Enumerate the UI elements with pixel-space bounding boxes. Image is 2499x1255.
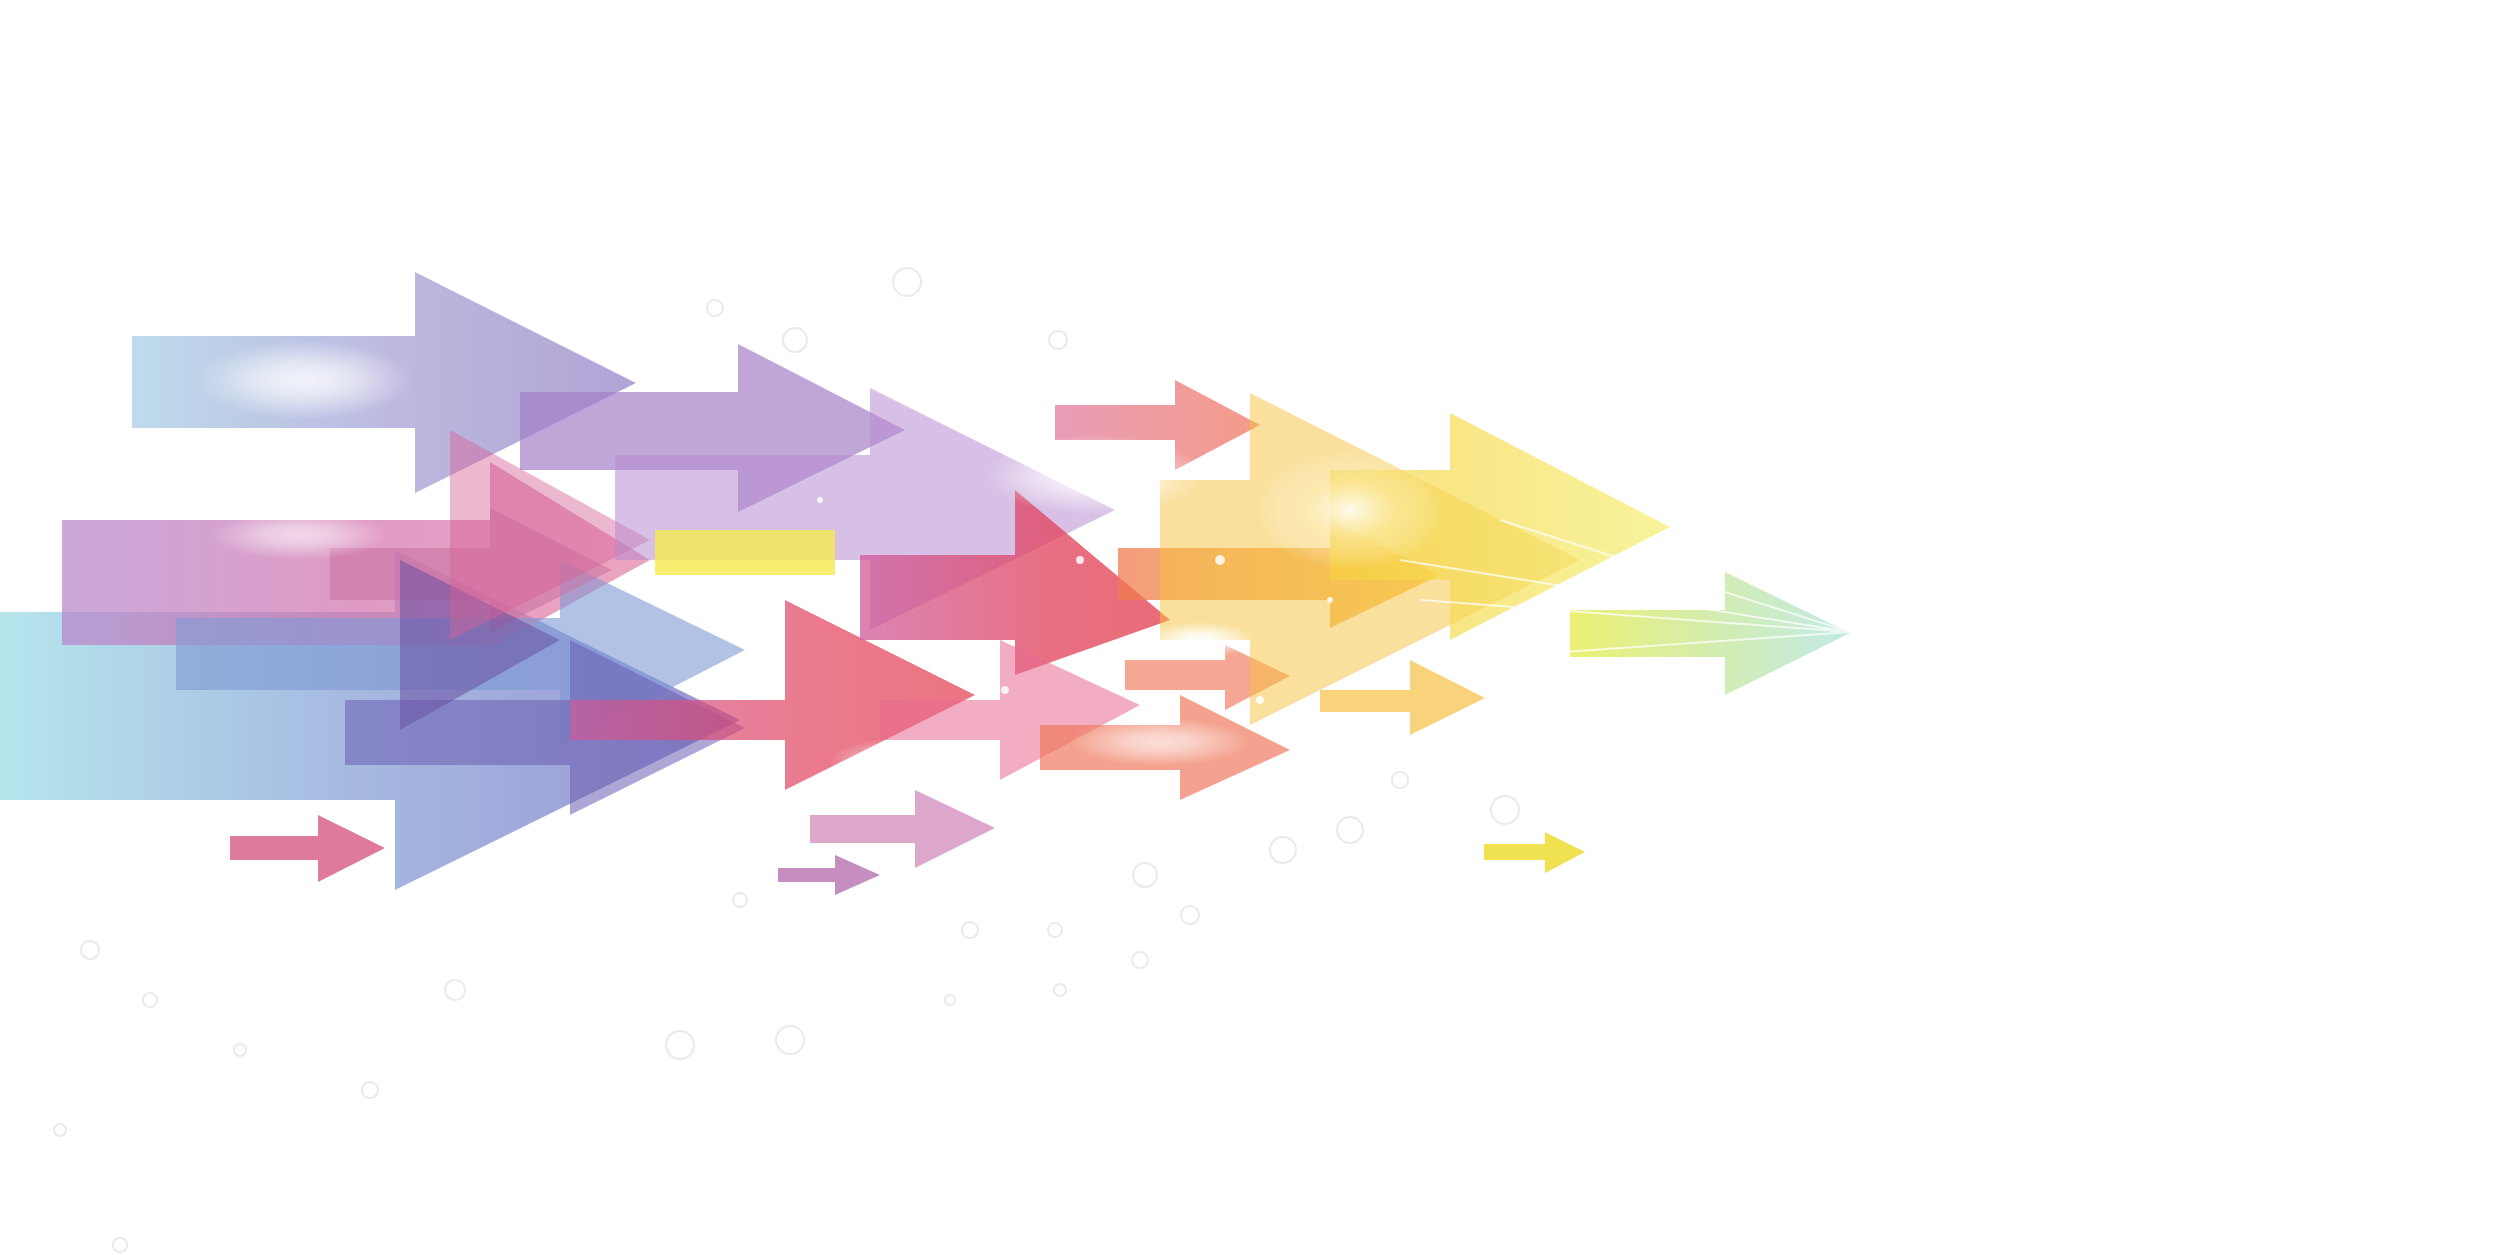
bokeh-dots: [53, 267, 1520, 1253]
arrow-cluster-left: [0, 272, 905, 890]
arrow-salmon-small: [1125, 645, 1290, 710]
arrow-pink-overlap: [330, 508, 612, 632]
small-arrow-pink-mid: [810, 790, 995, 868]
arrow-red-main: [860, 490, 1170, 675]
arrow-yellow-lower: [1320, 660, 1485, 735]
arrow-cluster-middle: [570, 380, 1290, 800]
small-arrow-pink-left: [230, 815, 385, 882]
arrow-yellow-block: [655, 530, 835, 575]
light-rays: [1399, 519, 1851, 661]
arrow-blue-mid: [176, 560, 745, 745]
arrow-pink-lower: [880, 640, 1140, 780]
arrow-yellow-mint-tip: [1570, 572, 1850, 695]
arrow-indigo: [345, 640, 745, 815]
sparkle-dots: [647, 497, 1333, 704]
arrow-darkviolet-tri: [400, 560, 560, 730]
arrow-magenta-tri: [450, 430, 650, 640]
arrow-coral-upper: [1055, 380, 1260, 470]
small-arrow-yellow: [1484, 832, 1585, 873]
arrow-yellow-top: [1330, 413, 1670, 640]
small-arrows: [230, 790, 1585, 895]
arrow-violet-left: [62, 462, 650, 648]
small-arrow-violet: [778, 855, 880, 895]
light-flares: [195, 340, 1445, 782]
